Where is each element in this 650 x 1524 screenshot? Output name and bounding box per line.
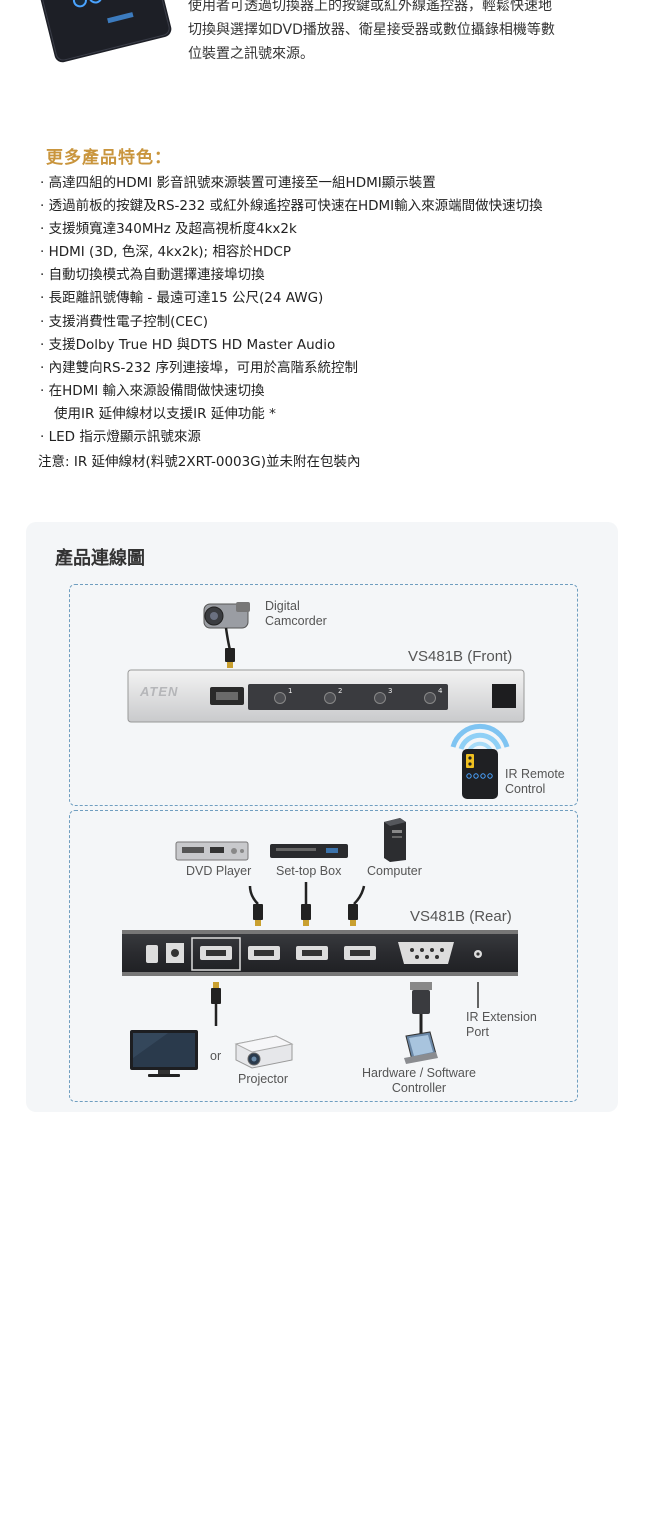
computer-tower-icon — [384, 818, 406, 862]
controller-label: Hardware / Software Controller — [362, 1066, 476, 1095]
dvd-player-icon — [175, 841, 249, 861]
feature-item: · 高達四組的HDMI 影音訊號來源裝置可連接至一組HDMI顯示裝置 — [40, 175, 436, 191]
set-top-box-icon — [270, 844, 348, 858]
port-number: 3 — [388, 687, 393, 695]
or-label: or — [210, 1049, 222, 1063]
feature-item: · 透過前板的按鍵及RS-232 或紅外線遙控器可快速在HDMI輸入來源端間做快… — [40, 198, 543, 215]
intro-line: 使用者可透過切換器上的按鍵或紅外線遙控器，輕鬆快速地 — [188, 0, 552, 14]
tv-icon — [130, 1030, 198, 1077]
projector-label: Projector — [238, 1072, 289, 1086]
dvd-player-label: DVD Player — [186, 864, 252, 878]
rs232-cable — [410, 982, 432, 1034]
features-note: 注意: IR 延伸線材(料號2XRT-0003G)並未附在包裝內 — [38, 454, 361, 470]
feature-item: · 自動切換模式為自動選擇連接埠切換 — [40, 267, 265, 284]
feature-item: · 支援頻寬達340MHz 及超高視析度4kx2k — [40, 221, 297, 238]
camcorder-icon — [203, 602, 250, 668]
aten-logo: ATEN — [140, 684, 179, 699]
feature-item: 使用IR 延伸線材以支援IR 延伸功能 * — [54, 405, 276, 422]
connection-diagram-panel — [26, 522, 618, 1112]
port-number: 4 — [438, 687, 443, 695]
front-model-label: VS481B (Front) — [408, 648, 513, 665]
ir-port-pointer — [477, 982, 479, 1008]
rear-panel-box — [69, 810, 578, 1102]
feature-item: · 支援消費性電子控制(CEC) — [40, 313, 208, 330]
intro-paragraph: 使用者可透過切換器上的按鍵或紅外線遙控器，輕鬆快速地 切換與選擇如DVD播放器、… — [188, 0, 618, 66]
computer-label: Computer — [367, 864, 422, 878]
feature-item: · 內建雙向RS-232 序列連接埠，可用於高階系統控制 — [40, 359, 358, 376]
hdmi-input-cables — [248, 882, 366, 926]
hdmi-output-cable — [211, 982, 221, 1026]
features-title: 更多產品特色： — [46, 148, 172, 168]
set-top-box-label: Set-top Box — [276, 864, 342, 878]
ir-remote-icon — [450, 723, 510, 799]
ir-remote-label: IR Remote Control — [505, 767, 565, 796]
intro-line: 位裝置之訊號來源。 — [188, 46, 314, 62]
feature-item: · 長距離訊號傳輸 - 最遠可達15 公尺(24 AWG) — [40, 290, 324, 307]
remote-control-image — [36, 0, 180, 80]
port-number: 1 — [288, 687, 293, 695]
vs481b-rear-device — [122, 930, 518, 976]
rear-model-label: VS481B (Rear) — [410, 908, 512, 925]
diagram-title: 產品連線圖 — [55, 548, 145, 569]
features-list: · 高達四組的HDMI 影音訊號來源裝置可連接至一組HDMI顯示裝置 · 透過前… — [40, 172, 620, 449]
projector-icon — [234, 1035, 294, 1069]
feature-item: · LED 指示燈顯示訊號來源 — [40, 429, 201, 446]
port-number: 2 — [338, 687, 343, 695]
ir-extension-port-label: IR Extension Port — [466, 1010, 537, 1039]
feature-item: · 在HDMI 輸入來源設備間做快速切換 — [40, 382, 265, 399]
vs481b-front-device — [127, 669, 525, 723]
intro-line: 切換與選擇如DVD播放器、衛星接受器或數位攝錄相機等數 — [188, 22, 555, 38]
front-panel-box — [69, 584, 578, 806]
camcorder-label: Digital Camcorder — [265, 599, 327, 628]
controller-touchpanel-icon — [404, 1031, 438, 1064]
feature-item: · 支援Dolby True HD 與DTS HD Master Audio — [40, 336, 336, 353]
feature-item: · HDMI (3D, 色深, 4kx2k); 相容於HDCP — [40, 244, 291, 261]
